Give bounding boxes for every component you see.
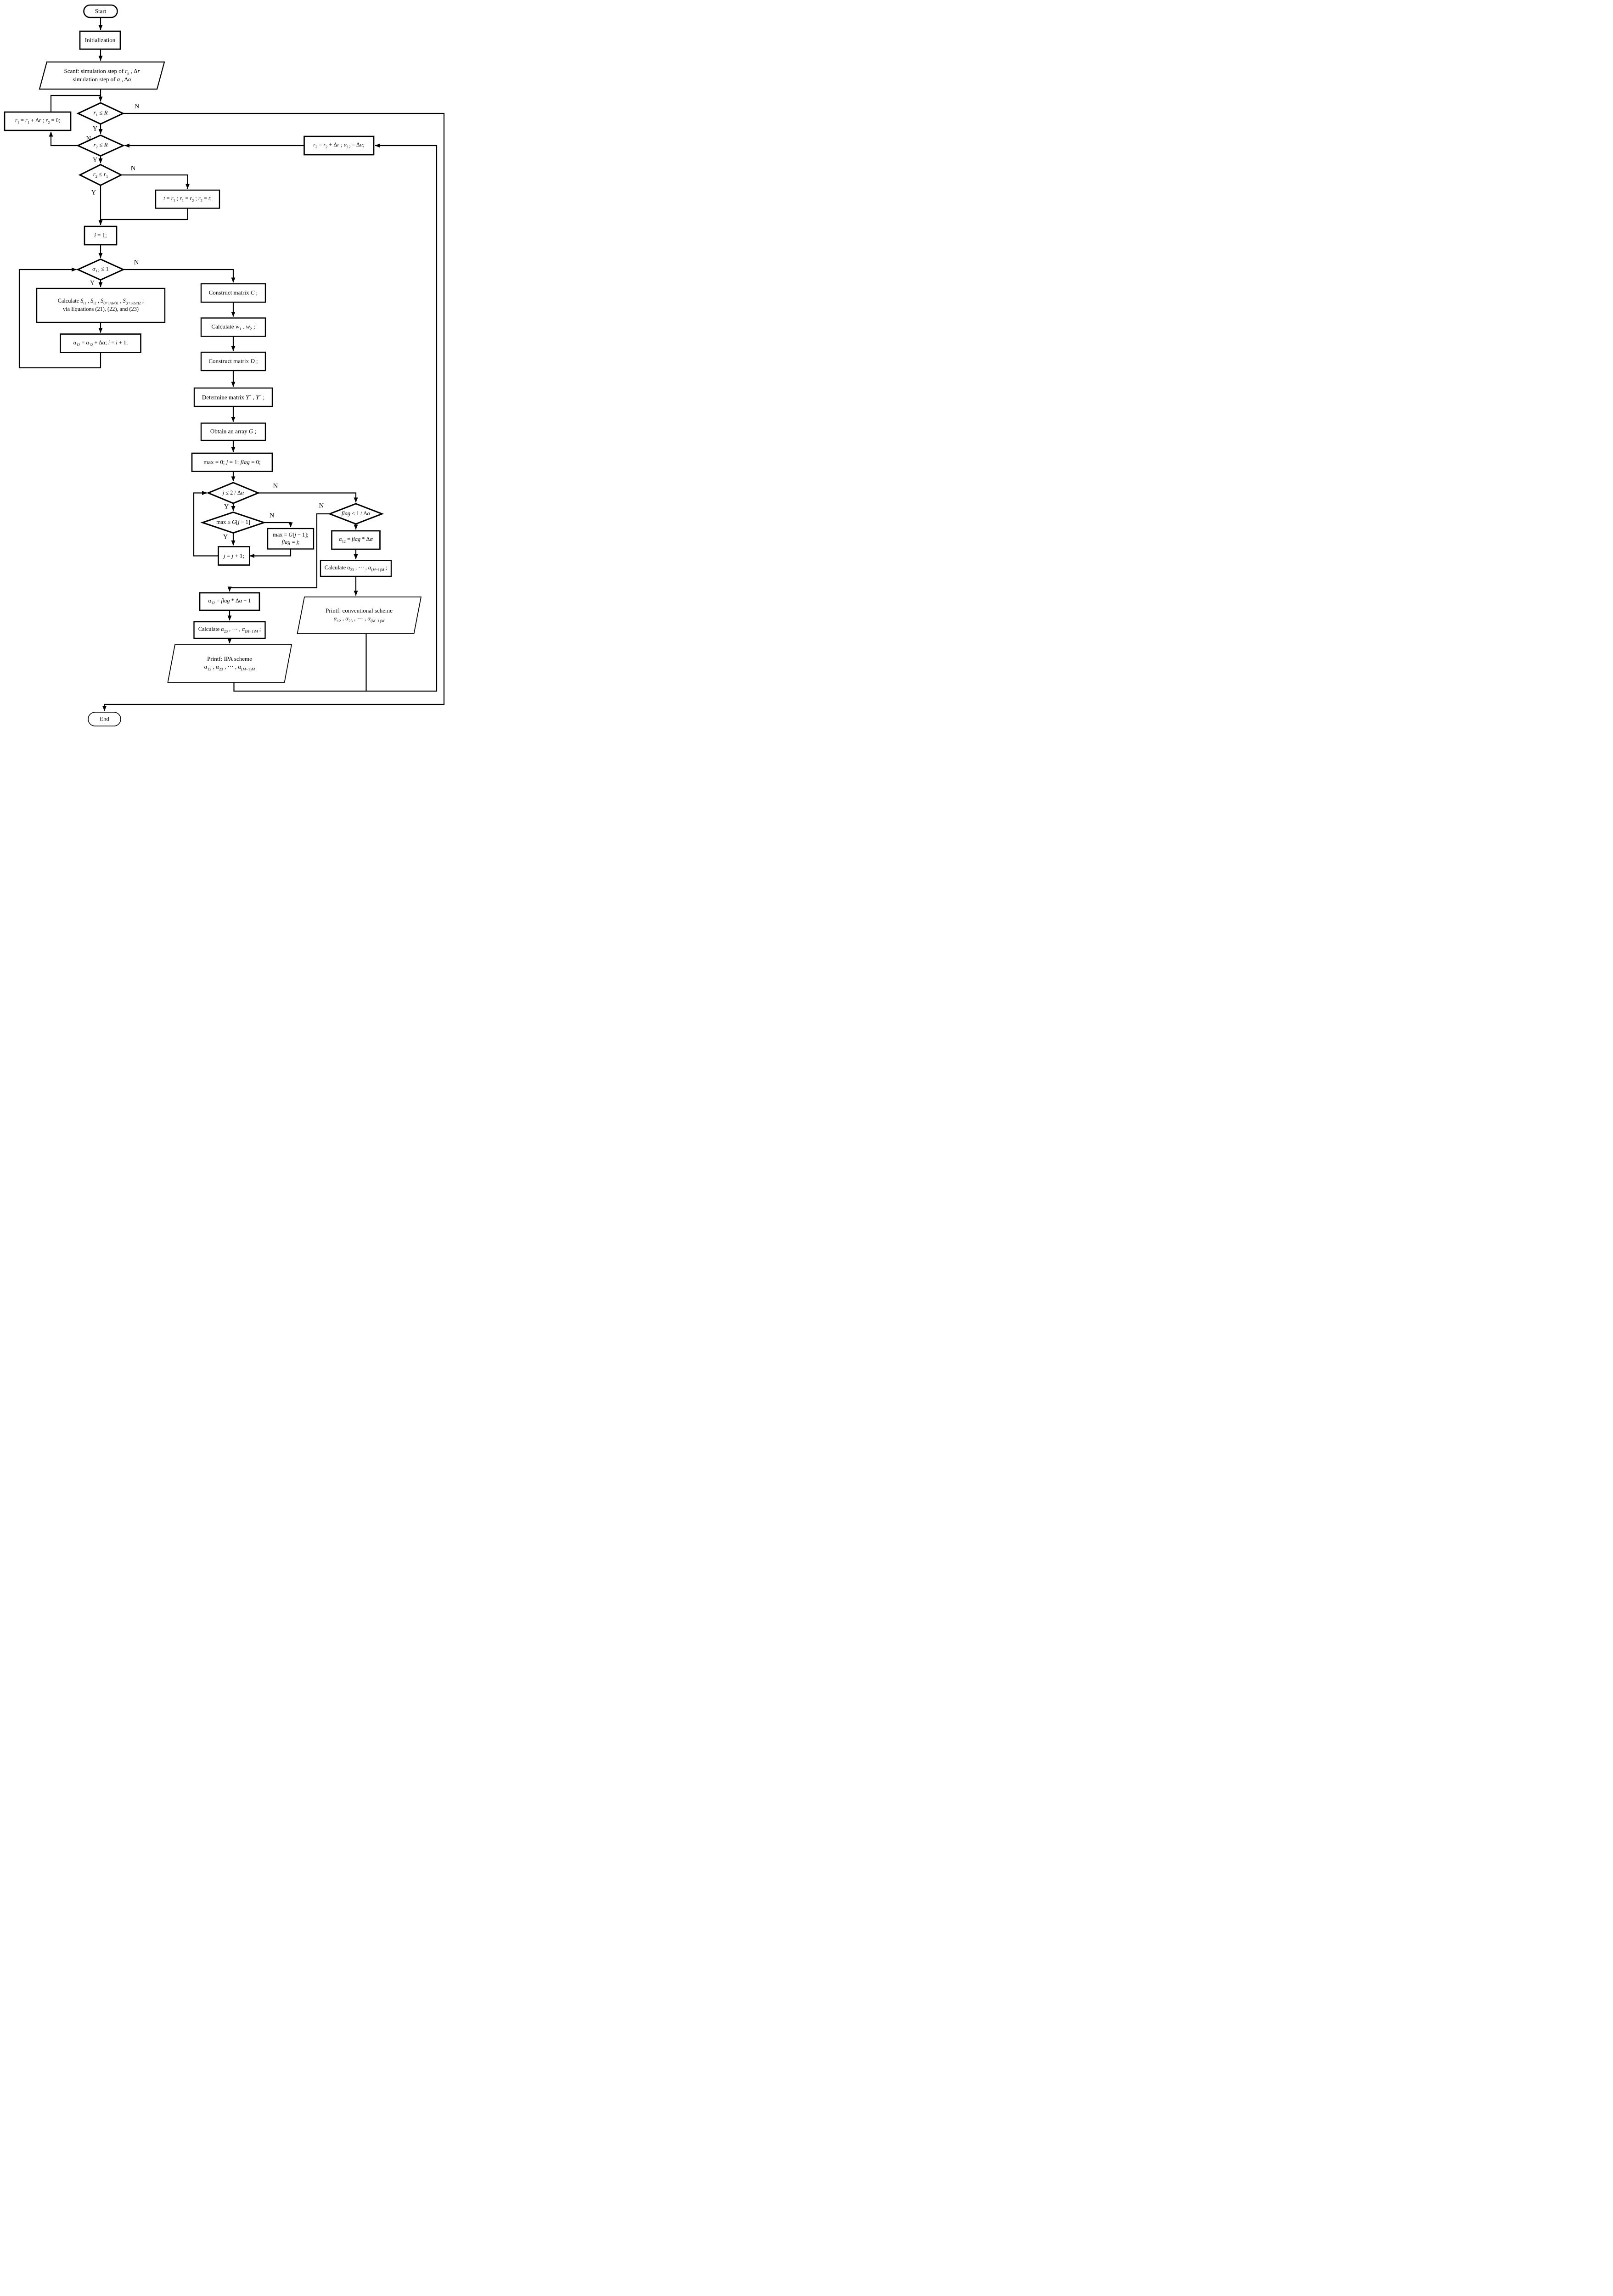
calc-S-label: Calculate Si1 , Si2 , S(i+1/Δα)1 , S(i+1… [57,298,144,313]
r2-le-r1-label: r2 ≤ r1 [93,170,108,179]
branch-label-r2-no: N [86,135,91,143]
edge-maxG-no-box [264,522,293,528]
alpha12-le-1-label: α12 ≤ 1 [92,265,109,274]
r2-increment-process [303,135,375,156]
branch-label-r2r1-yes: Y [91,189,96,197]
j-le-2-over-dalpha-decision [206,482,260,504]
printf-ipa-io [167,644,292,683]
i-equals-1-process [84,225,118,246]
calc-alpha-left-label: Calculate α23 , ⋯ , α(M−1)M ; [198,625,261,634]
initialization-process [79,30,121,50]
alpha12-flag-minus1-label: α12 = flag * Δα − 1 [208,597,251,605]
max-ge-G-label: max ≥ G[j − 1] [216,519,250,526]
calc-w-label: Calculate w1 , w2 ; [211,323,255,331]
edge-maxGbox-jinc [249,549,292,558]
construct-matrix-D-label: Construct matrix D ; [208,357,258,365]
edge-a12-no-matC [123,269,236,283]
calc-alpha-right-label: Calculate α23 , ⋯ , α(M−1)M ; [324,564,388,572]
r1-le-R-decision [76,102,125,125]
branch-label-j2a-yes: Y [224,503,229,511]
alpha12-flag-process [331,530,381,550]
obtain-array-G-label: Obtain an array G ; [210,428,257,435]
start-label: Start [95,7,107,15]
branch-label-j2a-no: N [273,482,278,490]
flag-le-1-over-dalpha-label: flag ≤ 1 / Δα [341,510,371,517]
construct-matrix-C-process [200,283,266,303]
alpha12-update-process [60,333,141,353]
alpha12-update-label: α12 = α12 + Δα; i = i + 1; [73,339,128,347]
r1-increment-label: r1 = r1 + Δr ; r2 = 0; [15,117,61,125]
start-terminator [83,4,118,18]
construct-matrix-D-process [200,351,266,371]
diagram-canvas [4,4,445,726]
end-terminator [88,712,121,726]
r2-le-r1-decision [78,163,123,186]
flag-le-1-over-dalpha-decision [327,503,384,525]
alpha12-flag-minus1-process [199,592,260,611]
printf-conventional-io [297,597,422,634]
max-init-process [191,452,273,472]
branch-label-r1-no: N [134,102,140,110]
scanf-io [39,61,165,90]
branch-label-maxG-no: N [269,512,275,519]
edge-jinc-loop-j2a [193,491,219,557]
branch-label-a12-yes: Y [90,279,95,287]
edge-ipa-merge-r2box [233,143,438,692]
r1-increment-process [4,111,72,131]
edge-swap-join [101,208,188,220]
r2-le-R-label: r2 ≤ R [93,141,108,150]
swap-process [155,189,220,209]
branch-label-r2-yes: Y [92,156,98,164]
branch-label-r1-yes: Y [92,125,98,133]
calc-alpha-right-process [320,560,392,577]
edge-r2-no-r1box [49,131,78,146]
edge-j2a-no-flag [258,492,358,503]
calc-w-process [200,317,266,337]
calc-alpha-left-process [193,621,266,639]
r2-increment-label: r2 = r2 + Δr ; α12 = Δα; [313,141,365,149]
edge-aupd-loop-a12 [18,267,101,369]
max-assign-process [267,528,315,550]
flowchart-figure: Start Initialization Scanf: simulation s… [0,0,448,735]
alpha12-le-1-decision [76,258,125,281]
determine-matrix-Y-label: Determine matrix Y+ , Y− ; [202,393,265,401]
i-equals-1-label: i = 1; [94,231,107,239]
max-ge-G-decision [200,511,266,534]
edge-flag-no-a12f1 [227,513,330,592]
end-label: End [100,715,109,722]
construct-matrix-C-label: Construct matrix C ; [208,289,258,296]
j-increment-label: j = j + 1; [223,552,245,559]
edge-r1box-loop [50,95,101,112]
determine-matrix-Y-process [193,387,273,407]
obtain-array-G-process [200,422,266,441]
swap-label: t = r1 ; r1 = r2 ; r2 = t; [163,195,212,203]
max-init-label: max = 0; j = 1; flag = 0; [203,458,261,466]
branch-label-maxG-yes: Y [223,533,228,541]
r2-le-R-decision [76,134,125,157]
initialization-label: Initialization [84,36,116,44]
alpha12-flag-label: α12 = flag * Δα [339,535,373,544]
edge-r1-no-end [102,113,445,711]
branch-label-r2r1-no: N [130,164,136,172]
j-increment-process [218,546,250,566]
max-assign-label: max = G[j − 1];flag = j; [273,531,309,545]
branch-label-flag-no: N [319,502,324,510]
calc-S-process [36,287,166,323]
j-le-2-over-dalpha-label: j ≤ 2 / Δα [222,489,244,496]
branch-label-a12-no: N [134,259,139,266]
r1-le-R-label: r1 ≤ R [93,109,108,118]
edge-r2r1-no-swap [121,174,190,189]
